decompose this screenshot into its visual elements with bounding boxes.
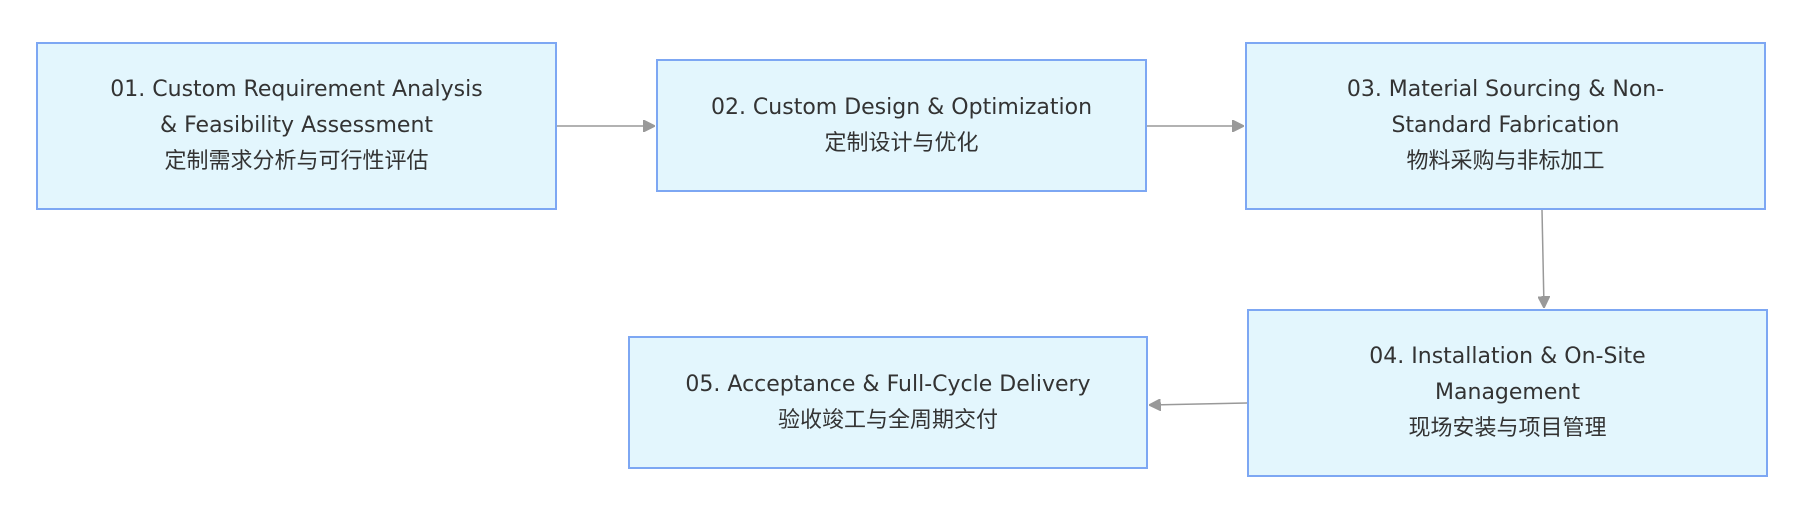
- edge-n4-to-n5: [1150, 403, 1248, 405]
- process-step-4: 04. Installation & On-Site Management 现场…: [1247, 309, 1768, 477]
- step-3-title-zh: 物料采购与非标加工: [1406, 149, 1605, 174]
- step-4-title-en: 04. Installation & On-Site Management: [1369, 344, 1646, 405]
- process-step-2: 02. Custom Design & Optimization 定制设计与优化: [656, 59, 1147, 192]
- step-5-title-en: 05. Acceptance & Full-Cycle Delivery: [685, 371, 1091, 397]
- process-step-1: 01. Custom Requirement Analysis & Feasib…: [36, 42, 557, 210]
- edge-n3-to-n4: [1542, 209, 1544, 307]
- process-step-3: 03. Material Sourcing & Non-Standard Fab…: [1245, 42, 1766, 210]
- step-1-title-zh: 定制需求分析与可行性评估: [164, 149, 429, 174]
- step-2-title-zh: 定制设计与优化: [824, 130, 979, 156]
- step-3-title-en: 03. Material Sourcing & Non-Standard Fab…: [1346, 77, 1665, 138]
- step-4-title-zh: 现场安装与项目管理: [1408, 416, 1607, 441]
- step-1-title-en: 01. Custom Requirement Analysis & Feasib…: [110, 77, 483, 138]
- process-step-5: 05. Acceptance & Full-Cycle Delivery 验收竣…: [628, 336, 1148, 469]
- step-2-title-en: 02. Custom Design & Optimization: [710, 94, 1093, 120]
- step-5-title-zh: 验收竣工与全周期交付: [777, 407, 998, 433]
